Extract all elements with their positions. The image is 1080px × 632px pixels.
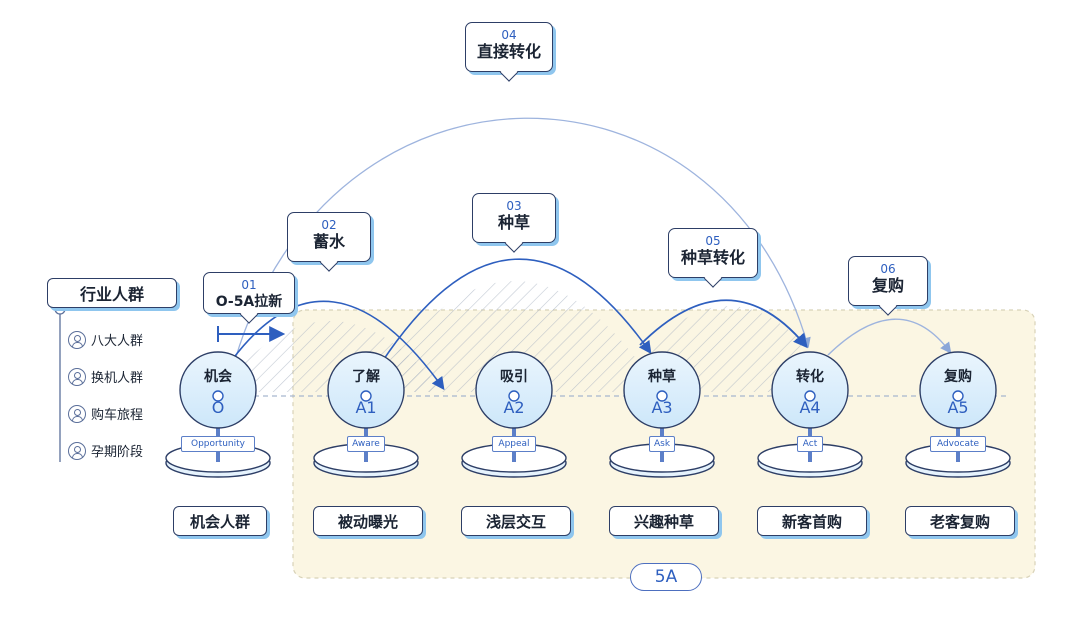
arc-seed-convert xyxy=(639,299,808,349)
node-code: A1 xyxy=(355,398,377,417)
node-code: O xyxy=(211,398,225,417)
node-tag: Aware xyxy=(347,436,385,452)
node-label: 种草 A3 xyxy=(622,366,702,417)
stage-label: 浅层交互 xyxy=(461,506,571,536)
node-cn: 复购 xyxy=(944,369,972,385)
stage-label-text: 新客首购 xyxy=(781,512,842,531)
callout-repurchase: 06 复购 xyxy=(848,256,928,306)
node-code: A4 xyxy=(799,398,821,417)
node-tag: Advocate xyxy=(930,436,986,452)
node-tag: Act xyxy=(797,436,823,452)
node-code: A2 xyxy=(503,398,525,417)
node-tag: Appeal xyxy=(492,436,536,452)
callout-seed: 03 种草 xyxy=(472,193,556,243)
arc-seed xyxy=(379,258,652,366)
node-label: 转化 A4 xyxy=(770,366,850,417)
stage-label-text: 浅层交互 xyxy=(485,512,546,531)
stage-label: 兴趣种草 xyxy=(609,506,719,536)
arc-store xyxy=(231,300,445,391)
node-cn: 了解 xyxy=(352,369,380,385)
node-cn: 种草 xyxy=(648,369,676,385)
node-coin xyxy=(623,351,701,429)
node-tag: Ask xyxy=(649,436,675,452)
legend-item: 换机人群 xyxy=(68,367,143,386)
node-coin xyxy=(919,351,997,429)
node-label: 复购 A5 xyxy=(918,366,998,417)
node-dot xyxy=(656,390,668,402)
node-dot xyxy=(212,390,224,402)
stage-label-text: 老客复购 xyxy=(929,512,990,531)
stage-label: 机会人群 xyxy=(173,506,267,536)
node-dot xyxy=(952,390,964,402)
callout-direct: 04 直接转化 xyxy=(465,22,553,72)
person-icon xyxy=(68,367,86,386)
node-code: A5 xyxy=(947,398,969,417)
node-label: 机会 O xyxy=(178,366,258,417)
callout-store: 02 蓄水 xyxy=(287,212,371,262)
node-dot xyxy=(508,390,520,402)
legend-title: 行业人群 xyxy=(47,278,177,308)
legend-item: 购车旅程 xyxy=(68,404,143,423)
stage-label-text: 被动曝光 xyxy=(337,512,398,531)
stage-label: 新客首购 xyxy=(757,506,867,536)
node-cn: 机会 xyxy=(204,369,232,385)
legend-item: 孕期阶段 xyxy=(68,441,143,460)
node-a1 xyxy=(313,351,419,478)
stage-label: 被动曝光 xyxy=(313,506,423,536)
node-dot xyxy=(360,390,372,402)
node-coin xyxy=(475,351,553,429)
region-label-5a: 5A xyxy=(630,563,702,591)
stage-label: 老客复购 xyxy=(905,506,1015,536)
node-a2 xyxy=(461,351,567,478)
node-dot xyxy=(804,390,816,402)
node-label: 吸引 A2 xyxy=(474,366,554,417)
callout-seed-convert: 05 种草转化 xyxy=(668,228,758,278)
node-cn: 吸引 xyxy=(500,369,528,385)
node-tag: Opportunity xyxy=(181,436,255,452)
node-cn: 转化 xyxy=(796,369,824,385)
node-coin xyxy=(327,351,405,429)
legend-item: 八大人群 xyxy=(68,330,143,349)
node-code: A3 xyxy=(651,398,673,417)
stage-label-text: 机会人群 xyxy=(189,512,250,531)
stage-label-text: 兴趣种草 xyxy=(633,512,694,531)
node-a3 xyxy=(609,351,715,478)
person-icon xyxy=(68,404,86,423)
hatch-area-seed xyxy=(368,281,660,392)
node-label: 了解 A1 xyxy=(326,366,406,417)
node-coin xyxy=(179,351,257,429)
node-coin xyxy=(771,351,849,429)
arc-repurchase xyxy=(827,318,952,356)
person-icon xyxy=(68,441,86,460)
callout-o5a: 01 O-5A拉新 xyxy=(203,272,295,314)
person-icon xyxy=(68,330,86,349)
